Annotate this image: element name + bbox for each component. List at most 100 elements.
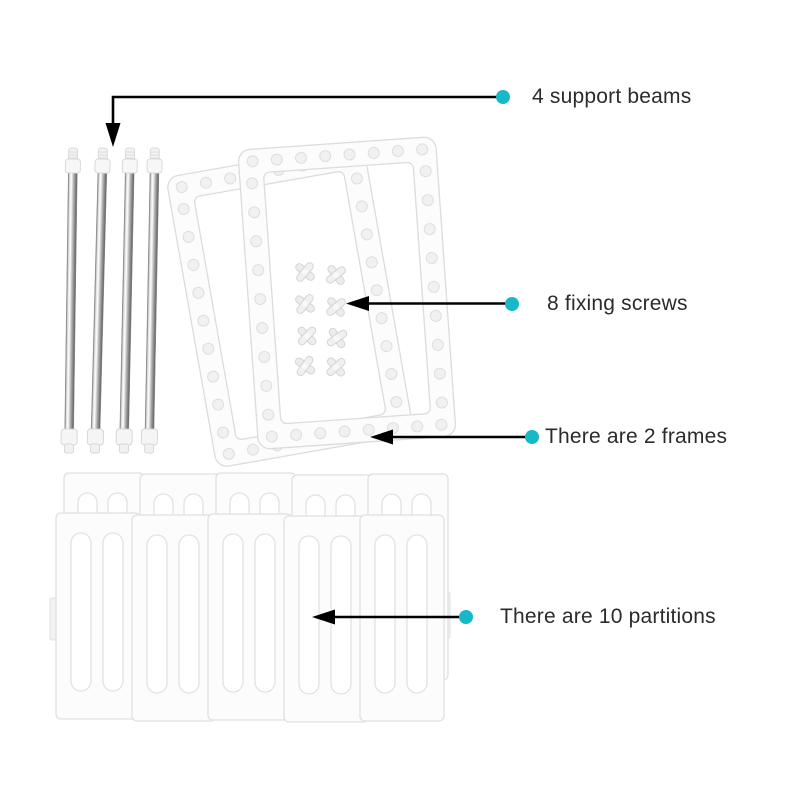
fixing-screw (295, 294, 315, 314)
frame-hole (247, 443, 260, 456)
frame-hole (256, 321, 269, 334)
beam-bottom-tip (63, 443, 74, 454)
arrows-group (105, 95, 526, 625)
bullet-dot-icon (525, 430, 539, 444)
frame-hole (199, 176, 212, 189)
partition-slot (254, 533, 276, 693)
beam-bottom-tip (118, 443, 129, 454)
frame-hole (197, 314, 210, 327)
arrowhead (346, 296, 369, 311)
bullet-dot-icon (459, 610, 473, 624)
support-beams-group (60, 147, 163, 454)
frame-hole (187, 258, 200, 271)
fixing-screw (294, 355, 316, 377)
arrowhead (312, 609, 335, 625)
arrow-frames (370, 429, 526, 445)
frame-hole (254, 293, 267, 306)
fixing-screw (295, 262, 315, 282)
frame-hole (425, 252, 438, 265)
fixing-screw (326, 327, 348, 349)
frame-hole (265, 430, 278, 443)
frame-hole (192, 286, 205, 299)
frame-hole (319, 150, 332, 163)
beam-bottom-cap (115, 428, 133, 446)
beam-tube (144, 169, 160, 433)
frame-hole (375, 312, 388, 325)
frame-hole (431, 338, 444, 351)
frame-hole (314, 427, 327, 440)
frame-hole (260, 379, 273, 392)
support-beam (140, 147, 163, 454)
partition-slot (374, 534, 396, 694)
partition-slot (146, 534, 168, 694)
partition-front (207, 513, 293, 721)
fixing-screw (326, 357, 346, 377)
beam-bottom-tip (90, 443, 101, 454)
partitions-group (49, 472, 451, 723)
frame-hole (435, 396, 448, 409)
frame-hole (202, 342, 215, 355)
fixing-screws-label: 8 fixing screws (547, 292, 688, 315)
label-frames: There are 2 frames (525, 423, 727, 451)
frame-hole (390, 395, 403, 408)
frame-hole (177, 203, 190, 216)
partitions-label: There are 10 partitions (500, 605, 716, 628)
bullet-dot-icon (505, 297, 519, 311)
arrowhead (370, 429, 393, 445)
beam-top-cap (146, 158, 163, 174)
frame-hole (248, 206, 261, 219)
frame-hole (182, 230, 195, 243)
frame-hole (350, 172, 363, 185)
frame-hole (419, 165, 432, 178)
frame-hole (258, 350, 271, 363)
bullet-dot (459, 610, 473, 624)
partition-slot (178, 534, 200, 694)
frame-hole (270, 153, 283, 166)
frame-hole (246, 177, 259, 190)
beam-top-cap (94, 158, 111, 174)
support-beams-label: 4 support beams (532, 85, 692, 108)
frame-hole (175, 180, 188, 193)
frame-hole (222, 447, 235, 460)
fixing-screw (326, 297, 346, 317)
frame-hole (250, 235, 263, 248)
fixing-screws-group (294, 262, 348, 377)
partition-slot (406, 534, 428, 694)
partition-slot (222, 533, 244, 693)
beam-tube (119, 169, 135, 433)
frame-hole (212, 398, 225, 411)
frame-hole (362, 423, 375, 436)
support-beam (60, 147, 81, 454)
frame-hole (380, 340, 393, 353)
beam-top-cap (64, 158, 81, 174)
frame-front (237, 136, 457, 450)
frame-hole (416, 143, 429, 156)
frame-hole (360, 228, 373, 241)
fixing-screw (326, 265, 346, 285)
beam-bottom-cap (140, 428, 158, 446)
frames-label: There are 2 frames (545, 425, 728, 448)
bullet-dot (505, 297, 519, 311)
frame-hole (355, 200, 368, 213)
partition-slot (102, 532, 124, 692)
label-fixing-screws: 8 fixing screws (505, 290, 688, 318)
frame-hole (427, 280, 440, 293)
frame-hole (295, 151, 308, 164)
partition-front (55, 512, 141, 720)
frame-hole (435, 418, 448, 431)
beam-bottom-tip (144, 443, 155, 454)
partition-front (131, 514, 217, 722)
beam-bottom-cap (86, 428, 104, 446)
partition-slot (298, 535, 320, 695)
frame-hole (385, 368, 398, 381)
frame-hole (224, 172, 237, 185)
support-beam (115, 147, 138, 454)
beam-top-cap (121, 158, 138, 174)
frame-hole (246, 155, 259, 168)
frame-hole (367, 146, 380, 159)
frame-hole (421, 194, 434, 207)
partition-slot (70, 532, 92, 692)
support-beam (86, 147, 111, 454)
bullet-dot-icon (496, 90, 510, 104)
